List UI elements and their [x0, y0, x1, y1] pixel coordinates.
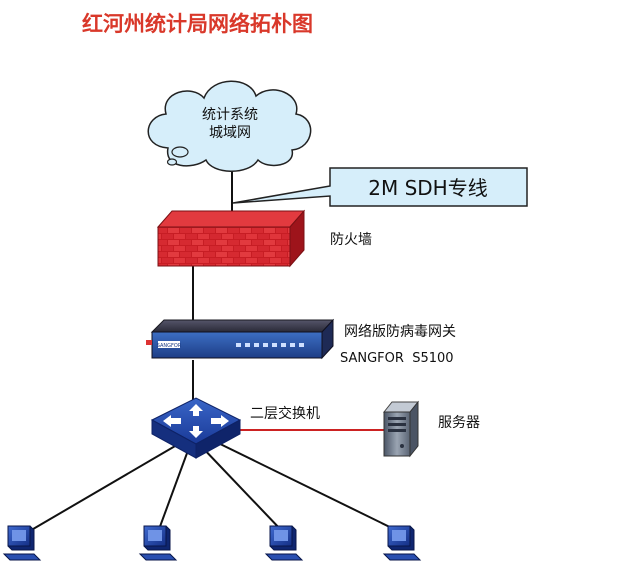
link-switch-pc2: [157, 444, 191, 533]
switch-label: 二层交换机: [250, 405, 320, 422]
wan-cloud-icon: 统计系统 城域网: [147, 80, 312, 172]
server-icon: [382, 400, 420, 458]
firewall-label: 防火墙: [330, 232, 372, 248]
antivirus-gateway-icon: SANGFOR: [146, 318, 335, 360]
diagram-title: 红河州统计局网络拓朴图: [82, 11, 313, 36]
connection-lines: [27, 160, 401, 533]
link-switch-pc3: [199, 444, 284, 533]
layer2-switch-icon: [150, 397, 242, 459]
workstation-icon-1: [2, 525, 42, 561]
cloud-label-line1: 统计系统: [202, 107, 258, 123]
firewall-icon: [156, 209, 306, 268]
gateway-brand: SANGFOR: [157, 343, 182, 349]
link-switch-pc4: [211, 439, 401, 533]
gateway-label-line1: 网络版防病毒网关: [344, 324, 456, 340]
sdh-callout: 2M SDH专线: [232, 167, 528, 207]
server-label: 服务器: [438, 415, 480, 431]
workstation-icon-2: [138, 525, 178, 561]
workstation-icon-3: [264, 525, 304, 561]
cloud-label-line2: 城域网: [209, 125, 251, 141]
callout-text: 2M SDH专线: [368, 176, 487, 200]
gateway-label-line2: SANGFOR S5100: [340, 351, 454, 366]
workstation-icon-4: [382, 525, 422, 561]
link-switch-pc1: [27, 441, 183, 533]
